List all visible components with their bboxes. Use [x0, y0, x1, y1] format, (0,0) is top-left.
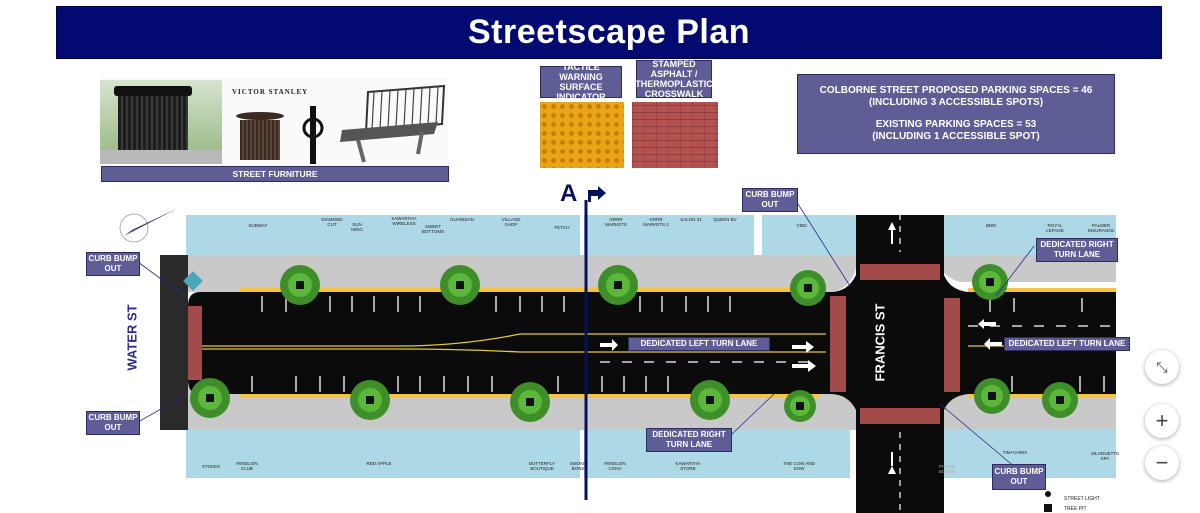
shop-label: BMO: [985, 223, 997, 228]
crosswalk-water-st: [188, 306, 202, 380]
zoom-in-button[interactable]: +: [1145, 404, 1179, 438]
legend-street-light: STREET LIGHT: [1064, 496, 1100, 502]
shop-label: GRRR MARKETS: [605, 217, 627, 227]
crosswalk-francis-north: [860, 264, 940, 280]
existing-parking: EXISTING PARKING SPACES = 53: [875, 119, 1037, 130]
victor-stanley-logo: VICTOR STANLEY: [232, 88, 309, 96]
bench-icon: [340, 84, 446, 163]
plus-icon: +: [1155, 408, 1169, 433]
shop-label: KAWARTHA WIRELESS: [391, 216, 417, 226]
section-marker-label: A: [560, 180, 578, 207]
street-furniture-panel: VICTOR STANLEY: [100, 78, 448, 166]
shop-label: THE COW AND SOW: [783, 461, 815, 471]
shop-label: DIAMOND CUT: [321, 217, 343, 227]
building-block-bottom-left: [186, 430, 580, 478]
shop-label: SWEET BOTTOMS: [421, 224, 445, 234]
shop-label: SALON 31: [680, 217, 702, 222]
left-turn-lane-label-1: DEDICATED LEFT TURN LANE: [628, 337, 770, 351]
sidewalk-top: [160, 255, 856, 292]
shop-label: BUTTERFLY BOUTIQUE: [529, 461, 555, 471]
shop-label: TIM+CHRIS: [1002, 450, 1028, 455]
shop-label: KAWARTHA STORE: [675, 461, 701, 471]
collapse-icon: ⤡: [1156, 358, 1168, 375]
shop-label: PALMER INSURANCE: [1087, 223, 1115, 233]
shop-label: VILLAGE SHOP: [501, 217, 521, 227]
curb-bump-out-label-right-bottom: CURB BUMP OUT: [992, 464, 1046, 490]
crosswalk-surface-sample: [632, 102, 718, 168]
legend-tree-pit: TREE PIT: [1064, 506, 1087, 512]
right-turn-lane-label-1: DEDICATED RIGHT TURN LANE: [1036, 238, 1118, 262]
shop-label: CIBC: [796, 223, 808, 228]
shop-label: FENELON CLUB: [236, 461, 258, 471]
tactile-surface-sample: [540, 102, 624, 168]
shop-label: FENELON CONV: [604, 461, 626, 471]
left-turn-lane-label-2: DEDICATED LEFT TURN LANE: [1004, 337, 1130, 351]
building-block-top-left: [186, 215, 580, 255]
crosswalk-francis-south: [860, 408, 940, 424]
north-arrow-icon: [119, 208, 178, 243]
fit-screen-button[interactable]: ⤡: [1145, 350, 1179, 384]
shop-label: GUARDIAN: [450, 217, 474, 222]
shop-label: SMOKE BONE: [569, 461, 587, 471]
water-street-label: WATER ST: [124, 304, 140, 371]
trash-can-icon: [236, 112, 284, 160]
shop-label: SILHOUETTE SPA: [1090, 451, 1120, 461]
shop-label: FETCH: [554, 225, 570, 230]
parking-info-box: COLBORNE STREET PROPOSED PARKING SPACES …: [797, 74, 1115, 154]
proposed-parking: COLBORNE STREET PROPOSED PARKING SPACES …: [819, 85, 1093, 96]
existing-parking-note: (INCLUDING 1 ACCESSIBLE SPOT): [872, 131, 1040, 142]
proposed-parking-note: (INCLUDING 3 ACCESSIBLE SPOTS): [868, 97, 1044, 108]
right-turn-lane-label-2: DEDICATED RIGHT TURN LANE: [646, 428, 732, 452]
zoom-out-button[interactable]: −: [1145, 446, 1179, 480]
curb-bump-out-label-left-bottom: CURB BUMP OUT: [86, 411, 140, 435]
minus-icon: −: [1155, 450, 1169, 475]
tree-pits: [190, 264, 1078, 422]
francis-street-label: FRANCIS ST: [872, 303, 888, 382]
shop-label: SUN MING: [351, 222, 363, 232]
crosswalk-francis-west: [830, 296, 846, 392]
sidewalk-bottom-right: [930, 394, 1116, 430]
building-block-top-mid: [584, 215, 754, 255]
shop-label: ROYAL LEPAGE: [1046, 223, 1064, 233]
curb-bump-out-label-left-top: CURB BUMP OUT: [86, 252, 140, 276]
shop-label: PHONE BOOTH: [938, 464, 955, 474]
street-furniture-caption: STREET FURNITURE: [101, 166, 449, 182]
curb-bump-out-label-center-top: CURB BUMP OUT: [742, 188, 798, 212]
shop-label: QUEEN BV: [713, 217, 737, 222]
shop-label: STOKES: [201, 464, 221, 469]
shop-label: GRRR MARKETS 2: [643, 217, 669, 227]
tactile-warning-label: TACTILE WARNING SURFACE INDICATOR: [540, 62, 622, 102]
bike-rack-icon: [302, 106, 324, 164]
stamped-crosswalk-label: STAMPED ASPHALT / THERMOPLASTIC CROSSWAL…: [635, 59, 713, 99]
shop-label: RED APPLE: [366, 461, 392, 466]
crosswalk-francis-east: [944, 298, 960, 392]
page-title: Streetscape Plan: [56, 6, 1162, 59]
shop-label: SUBWAY: [248, 223, 268, 228]
trash-can-photo: [100, 80, 222, 164]
